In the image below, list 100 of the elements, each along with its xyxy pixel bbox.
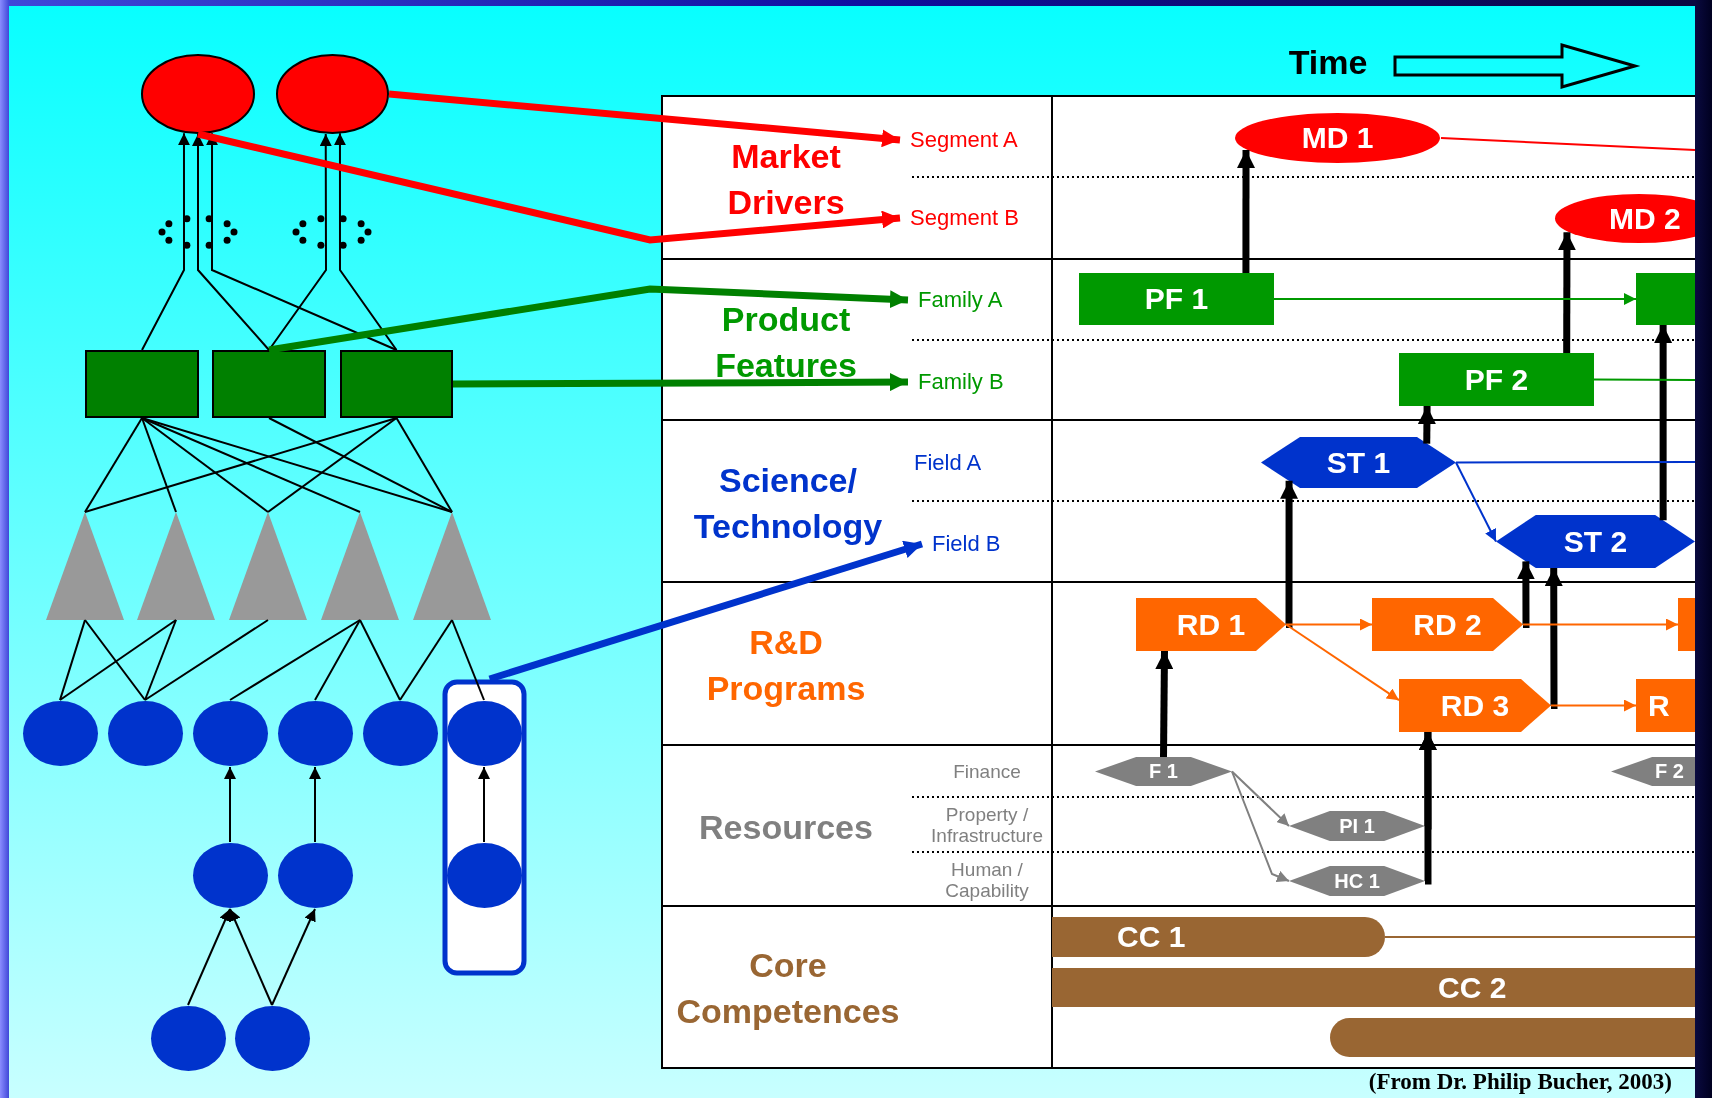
connector-line [395,417,453,513]
row-label: Field B [922,528,1047,560]
arrow [1550,699,1637,712]
arrow [1418,732,1437,885]
timeline-line [1593,378,1696,381]
rectangle-node [212,350,326,418]
rectangle-node [1678,598,1695,651]
arrow [1654,325,1673,521]
arrow [1544,568,1563,709]
node-label: PI 1 [1338,813,1376,839]
node-label: PF 2 [1463,361,1530,398]
timeline-line [1440,137,1696,151]
arrow [333,132,398,351]
arrow [1285,623,1400,702]
arrow [229,908,273,1006]
node-label: ST 1 [1325,444,1392,481]
sub-row-label: Field A [914,449,983,477]
connector-line [451,619,485,701]
arrow [268,285,909,354]
arrow [488,540,924,683]
node-label: MD 1 [1300,120,1375,156]
arrow [1557,232,1576,353]
node-label: CC 2 [1437,969,1508,1006]
connector-line [59,619,177,701]
connector-line [314,619,361,701]
arrow [1455,461,1497,543]
arrow [309,766,321,843]
triangle-node [229,512,307,620]
rectangle-node [1079,273,1274,325]
connector-line [267,417,398,513]
arrow [1273,293,1637,305]
row-label: Family A [908,284,1052,316]
row-label: Segment A [900,124,1050,156]
node-label: HC 1 [1333,868,1381,894]
connector-line [144,619,269,701]
row-heading: Core Competences [675,945,901,1032]
connector-line [359,619,401,701]
arrow [1417,405,1436,444]
bar-node [1330,1018,1695,1057]
ellipse-node [276,54,389,134]
node-label: PF 1 [1143,281,1210,317]
arrow [1155,650,1174,758]
row-heading: Product Features [714,299,858,386]
connector-line [141,417,269,513]
node-label: R [1647,687,1671,724]
ellipse-node [191,700,269,767]
arrow [1237,149,1255,273]
connector-line [141,417,177,513]
triangle-node [46,512,124,620]
row-heading: R&D Programs [705,622,867,709]
arrow [1516,561,1535,628]
arrow [192,133,270,351]
arrow [453,373,908,392]
node-label: ST 2 [1562,523,1629,560]
node-label: RD 3 [1439,687,1511,724]
arrow [187,908,231,1006]
arrow [271,908,316,1006]
node-label: RD 1 [1175,606,1247,643]
rectangle-node [85,350,199,418]
ellipse-node [445,842,523,909]
sub-row-label: Human / Capability [944,859,1030,901]
time-label: Time [1287,42,1369,82]
ellipse-node [191,842,269,909]
group-box [442,679,527,976]
hexagon-node [1261,437,1456,488]
connector-line [84,417,143,513]
hexagon-node [1496,515,1695,568]
rectangle-node [1399,353,1594,406]
sub-row-label: Property / Infrastructure [930,804,1044,846]
rectangle-node [1636,679,1695,732]
arrow [1231,770,1290,827]
ellipse-node [141,54,255,134]
triangle-node [137,512,215,620]
connector-line [84,619,146,701]
node-label: F 1 [1148,759,1179,784]
row-label: Family B [908,366,1052,398]
node-label: F 2 [1654,759,1685,784]
row-heading: Resources [698,807,874,848]
node-label: RD 2 [1412,606,1483,643]
bar-node [1052,968,1695,1007]
arrow [1285,618,1373,631]
ellipse-node [1234,112,1441,164]
row-label: Segment B [900,202,1050,234]
connector-line [59,619,86,701]
arrow [1231,770,1290,882]
arrow [206,132,398,351]
connector-line [229,619,361,701]
ellipse-node [149,1005,227,1072]
ellipse-node [106,700,184,767]
rectangle-node [340,350,453,418]
diamond-node [1289,866,1425,896]
diamond-node [1095,757,1232,786]
node-label: CC 1 [1116,919,1187,955]
connector-line [268,417,453,513]
ellipse-node [445,700,523,767]
ellipse-node [233,1005,311,1072]
arrow [478,766,490,843]
arrow [141,132,190,351]
timeline-line [1384,936,1696,938]
bar-node [1052,917,1385,957]
